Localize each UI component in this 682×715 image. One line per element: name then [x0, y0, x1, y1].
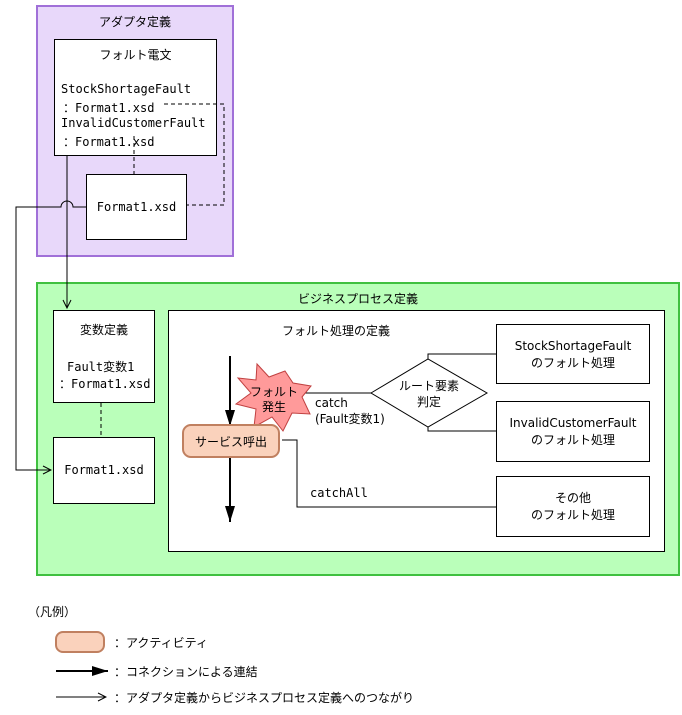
fault-message-title: フォルト電文	[99, 48, 172, 62]
adapter-definition-title: アダプタ定義	[98, 15, 171, 29]
fault-invalid-customer: InvalidCustomerFault	[61, 116, 206, 130]
legend-connection-arrowhead	[92, 666, 108, 676]
service-call-activity: サービス呼出	[182, 424, 280, 458]
fault-message-box: フォルト電文 StockShortageFault ：Format1.xsd I…	[54, 39, 217, 156]
fault-invalid-customer-type: ：Format1.xsd	[63, 135, 155, 149]
catch-label: catch (Fault変数1)	[315, 396, 385, 426]
handler-other: その他 のフォルト処理	[496, 476, 650, 537]
legend-link-label: ：アダプタ定義からビジネスプロセス定義へのつながり	[114, 691, 415, 705]
fault-burst-label: フォルト 発生	[249, 385, 298, 414]
fault-handling-title: フォルト処理の定義	[282, 324, 391, 338]
variable-definition-title: 変数定義	[79, 323, 128, 337]
legend-title: （凡例）	[28, 605, 77, 619]
business-process-title: ビジネスプロセス定義	[297, 292, 418, 306]
adapter-schema-box: Format1.xsd	[86, 174, 187, 240]
bp-schema-box: Format1.xsd	[53, 437, 155, 504]
variable-definition-box: 変数定義 Fault変数1 ：Format1.xsd	[53, 310, 155, 403]
fault-stock-shortage-type: ：Format1.xsd	[63, 101, 155, 115]
legend-connection-label: ：コネクションによる連結	[114, 665, 258, 679]
legend-activity-label: ：アクティビティ	[114, 636, 208, 650]
decision-label: ルート要素 判定	[398, 379, 459, 409]
fault-variable-name: Fault変数1	[67, 360, 135, 374]
fault-stock-shortage: StockShortageFault	[61, 82, 192, 96]
legend-activity-swatch	[55, 631, 105, 653]
service-call-label: サービス呼出	[194, 435, 267, 449]
handler-invalid-customer: InvalidCustomerFault のフォルト処理	[496, 401, 650, 462]
handler-stock-shortage: StockShortageFault のフォルト処理	[496, 324, 650, 384]
catchall-label: catchAll	[310, 486, 368, 500]
fault-variable-type: ：Format1.xsd	[59, 377, 151, 391]
